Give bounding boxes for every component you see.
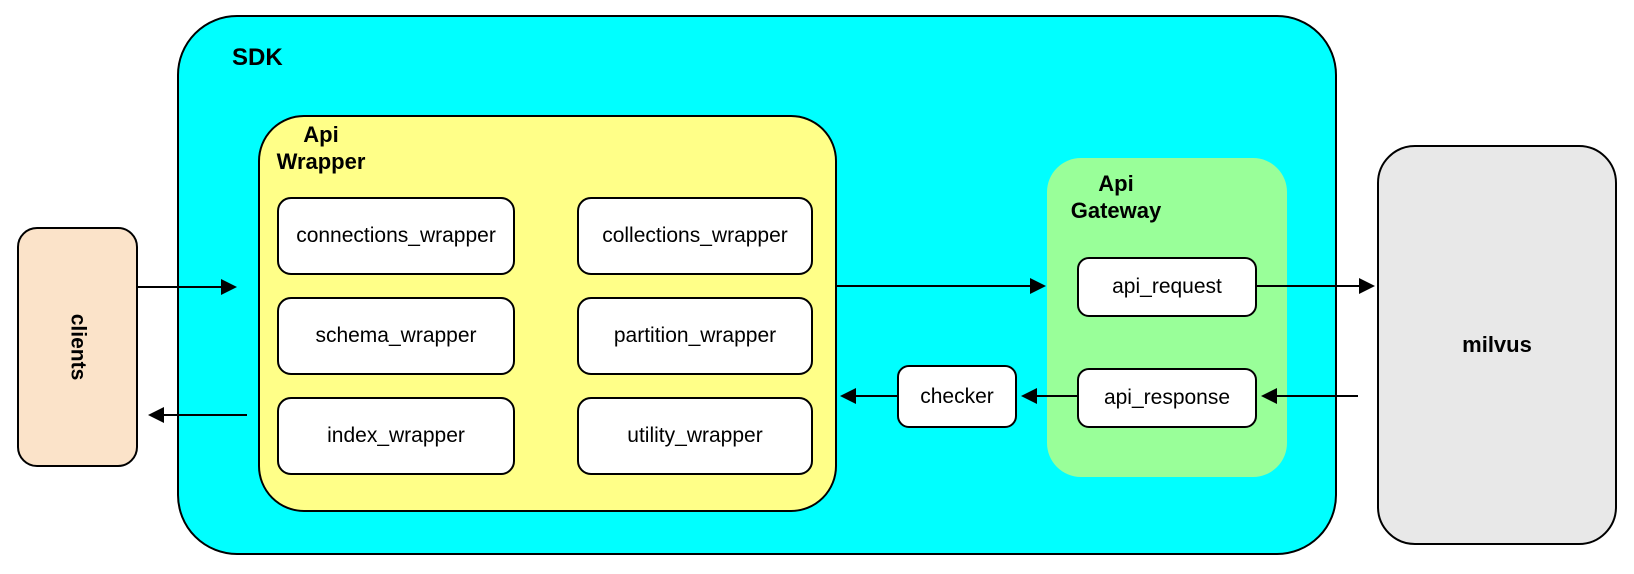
node-api-request: api_request [1077,257,1257,317]
node-index-wrapper: index_wrapper [277,397,515,475]
api-wrapper-title-line2: Wrapper [276,149,366,174]
connections-wrapper-label: connections_wrapper [296,224,496,247]
node-api-gateway: Api Gateway api_request api_response [1047,158,1287,477]
utility-wrapper-label: utility_wrapper [627,424,763,447]
node-collections-wrapper: collections_wrapper [577,197,813,275]
node-api-wrapper: Api Wrapper connections_wrapper collecti… [258,115,837,512]
milvus-label: milvus [1462,332,1532,357]
api-gateway-title-line2: Gateway [1070,198,1162,223]
schema-wrapper-label: schema_wrapper [315,324,477,347]
index-wrapper-label: index_wrapper [327,424,465,447]
node-clients: clients [17,227,138,467]
checker-label: checker [920,384,994,408]
partition-wrapper-label: partition_wrapper [613,324,777,347]
node-schema-wrapper: schema_wrapper [277,297,515,375]
api-response-label: api_response [1103,386,1231,409]
node-api-response: api_response [1077,368,1257,428]
collections-wrapper-label: collections_wrapper [602,224,788,247]
node-sdk: SDK Api Wrapper connections_wrapper coll… [177,15,1337,555]
node-milvus: milvus [1377,145,1617,545]
api-gateway-title-line1: Api [1098,171,1134,196]
node-utility-wrapper: utility_wrapper [577,397,813,475]
api-wrapper-title: Api Wrapper [260,121,382,175]
node-checker: checker [897,365,1017,428]
clients-label: clients [66,313,90,381]
api-request-label: api_request [1112,275,1222,298]
node-partition-wrapper: partition_wrapper [577,297,813,375]
api-gateway-title: Api Gateway [1056,170,1176,224]
edge-arrowhead-icon [148,407,164,423]
node-connections-wrapper: connections_wrapper [277,197,515,275]
sdk-label: SDK [232,44,283,71]
edge-arrowhead-icon [1359,278,1375,294]
api-wrapper-title-line1: Api [303,122,339,147]
